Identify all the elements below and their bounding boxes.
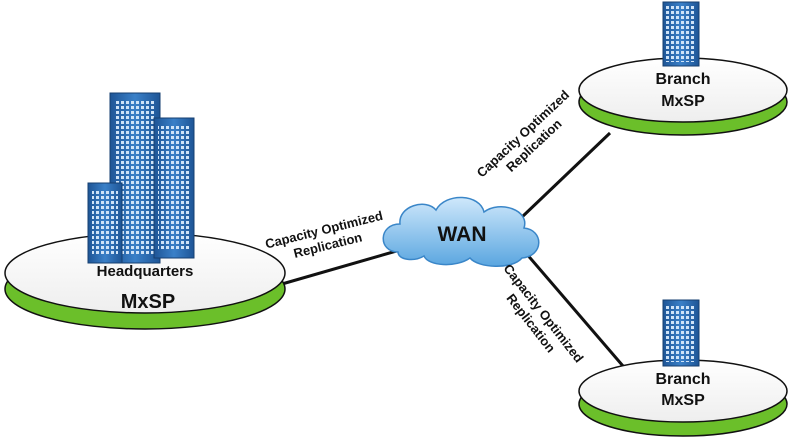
link-hq-wan (281, 248, 401, 286)
link-wan-branch-top (520, 131, 612, 219)
branch-bottom-name: MxSP (661, 392, 705, 409)
branch-top-building-icon (662, 1, 700, 67)
wan-label: WAN (438, 223, 487, 246)
branch-bottom-building-icon (662, 299, 700, 367)
branch-bottom-caption: Branch (655, 371, 710, 388)
wan-cloud-icon (382, 196, 540, 267)
branch-top-name: MxSP (661, 93, 705, 110)
headquarters-caption: Headquarters (97, 263, 194, 280)
branch-top-caption: Branch (655, 71, 710, 88)
headquarters-name: MxSP (121, 291, 175, 313)
link-wan-branch-bottom (523, 251, 625, 367)
headquarters-platform (4, 232, 286, 330)
branch-bottom-platform (578, 359, 788, 437)
headquarters-building-icon (87, 92, 195, 264)
label-wan-branch-top-line1: Capacity Optimized (474, 87, 573, 180)
label-wan-branch-bottom: Capacity Optimized Replication (500, 261, 586, 365)
branch-top-platform (578, 57, 788, 136)
